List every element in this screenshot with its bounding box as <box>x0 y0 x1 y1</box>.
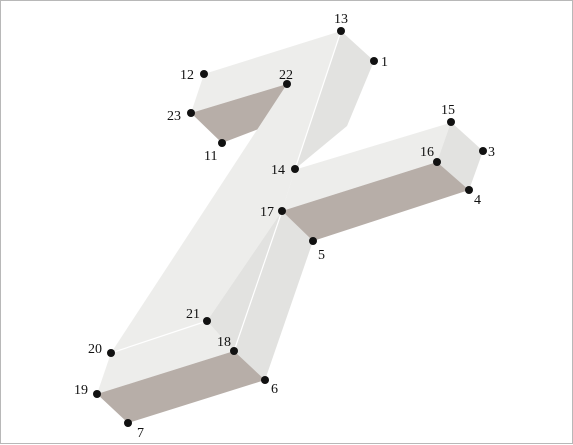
point-23-label: 23 <box>167 109 181 124</box>
point-12-label: 12 <box>180 68 194 83</box>
column-lower-right-face <box>207 211 313 380</box>
point-21-label: 21 <box>186 307 200 322</box>
middle-arm-end-face <box>437 122 483 190</box>
column-edge-upper <box>294 30 342 170</box>
point-5-label: 5 <box>318 248 325 263</box>
point-7-label: 7 <box>137 426 144 441</box>
point-20-marker <box>107 349 115 357</box>
point-20-label: 20 <box>88 342 102 357</box>
point-23-marker <box>187 109 195 117</box>
middle-arm-top-face <box>282 122 451 211</box>
point-18-label: 18 <box>217 335 231 350</box>
top-arm-front-face <box>191 84 287 143</box>
point-6-label: 6 <box>271 382 278 397</box>
middle-arm-front-face <box>282 162 469 241</box>
point-13-marker <box>337 27 345 35</box>
point-21-marker <box>203 317 211 325</box>
point-18-marker <box>230 347 238 355</box>
point-14-label: 14 <box>271 163 285 178</box>
point-17-marker <box>278 207 286 215</box>
point-12-marker <box>200 70 208 78</box>
middle-arm-edge <box>294 121 452 170</box>
point-7-marker <box>124 419 132 427</box>
point-13-label: 13 <box>334 12 348 27</box>
point-1-marker <box>370 57 378 65</box>
column-right-face <box>295 31 374 169</box>
point-11-marker <box>218 139 226 147</box>
point-3-marker <box>479 147 487 155</box>
point-16-marker <box>433 158 441 166</box>
point-17-label: 17 <box>260 205 274 220</box>
bottom-arm-top-face <box>97 321 234 394</box>
bottom-arm-front-face <box>97 351 265 423</box>
column-edge-lower <box>233 210 283 352</box>
point-16-label: 16 <box>420 145 434 160</box>
point-1-label: 1 <box>381 55 388 70</box>
bottom-arm-edge <box>110 320 208 354</box>
point-19-marker <box>93 390 101 398</box>
point-15-label: 15 <box>441 103 455 118</box>
point-22-label: 22 <box>279 68 293 83</box>
point-6-marker <box>261 376 269 384</box>
point-19-label: 19 <box>74 383 88 398</box>
point-14-marker <box>291 165 299 173</box>
point-15-marker <box>447 118 455 126</box>
point-11-label: 11 <box>204 149 217 164</box>
point-4-marker <box>465 186 473 194</box>
point-22-marker <box>283 80 291 88</box>
point-3-label: 3 <box>488 145 495 160</box>
column-left-face <box>111 31 341 353</box>
point-5-marker <box>309 237 317 245</box>
point-4-label: 4 <box>474 193 481 208</box>
